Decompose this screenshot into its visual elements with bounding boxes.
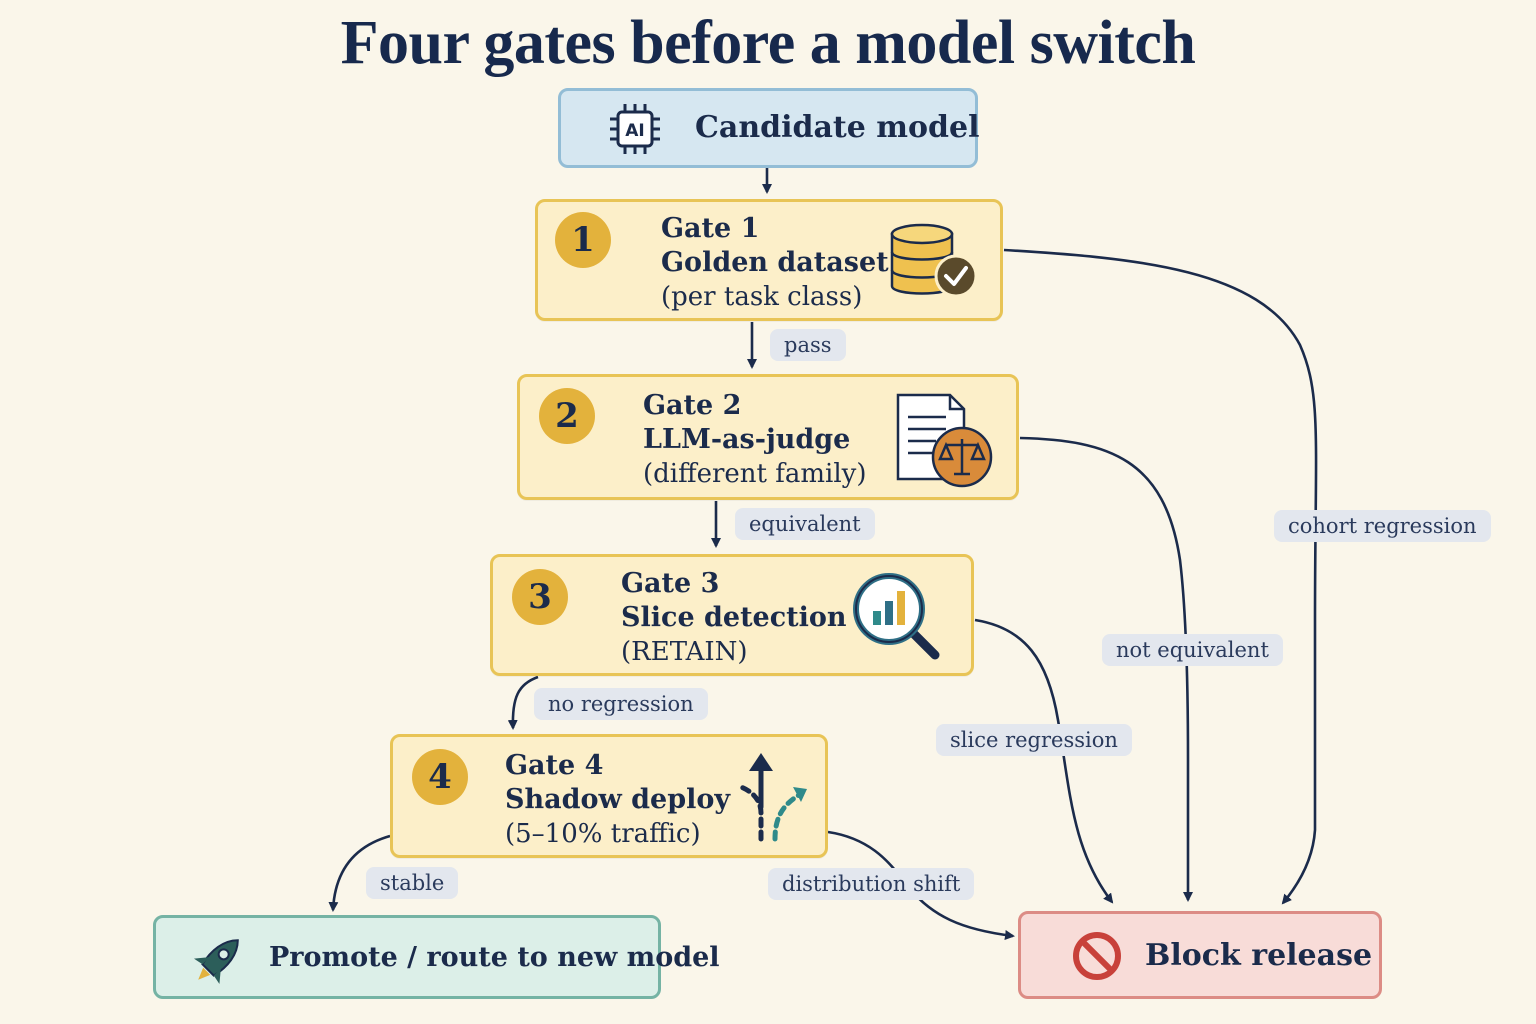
gate-4-badge: 4 bbox=[412, 749, 468, 805]
database-check-icon bbox=[890, 223, 978, 298]
gate-3-node: 3 Gate 3 Slice detection (RETAIN) bbox=[490, 554, 974, 676]
gate-3-name: Slice detection bbox=[621, 602, 847, 633]
edge-label-stable: stable bbox=[366, 867, 459, 899]
promote-label: Promote / route to new model bbox=[269, 942, 720, 973]
gate-2-subtitle: (different family) bbox=[643, 459, 867, 489]
gate-1-node: 1 Gate 1 Golden dataset (per task class) bbox=[535, 199, 1003, 321]
edge-not-equivalent bbox=[1019, 436, 1193, 902]
ai-chip-text: AI bbox=[625, 121, 644, 141]
gate-3-badge: 3 bbox=[512, 569, 568, 625]
magnifier-chart-icon bbox=[853, 573, 940, 660]
gate-3-title: Gate 3 bbox=[621, 568, 720, 599]
gate-4-subtitle: (5–10% traffic) bbox=[505, 819, 701, 849]
edge-label-distribution-shift: distribution shift bbox=[768, 868, 975, 900]
gate-2-badge: 2 bbox=[539, 388, 595, 444]
edge-cohort-regression bbox=[1003, 248, 1318, 905]
edge-label-slice-regression: slice regression bbox=[936, 724, 1132, 756]
edge-label-equivalent: equivalent bbox=[735, 508, 875, 540]
diagram-title: Four gates before a model switch bbox=[340, 9, 1196, 77]
edge-no-regression bbox=[507, 675, 539, 730]
gate-2-node: 2 Gate 2 LLM-as-judge (different family) bbox=[517, 374, 1019, 500]
block-release-node: Block release bbox=[1018, 911, 1382, 999]
gate-1-title: Gate 1 bbox=[661, 213, 760, 244]
document-scales-icon bbox=[896, 393, 993, 488]
gate-4-title: Gate 4 bbox=[505, 750, 604, 781]
edge-label-no-regression: no regression bbox=[534, 688, 708, 720]
candidate-label: Candidate model bbox=[695, 110, 980, 145]
gate-1-badge: 1 bbox=[555, 212, 611, 268]
edge-label-cohort-regression: cohort regression bbox=[1274, 510, 1491, 542]
gate-2-name: LLM-as-judge bbox=[643, 424, 851, 455]
rocket-icon bbox=[193, 939, 239, 985]
gate-1-name: Golden dataset bbox=[661, 247, 889, 278]
edge-stable bbox=[328, 834, 391, 912]
gate-4-name: Shadow deploy bbox=[505, 784, 731, 815]
edge-label-pass: pass bbox=[770, 329, 846, 361]
gate-3-subtitle: (RETAIN) bbox=[621, 637, 748, 667]
gate-2-title: Gate 2 bbox=[643, 390, 742, 421]
edge-slice-regression bbox=[974, 618, 1114, 904]
promote-node: Promote / route to new model bbox=[153, 915, 720, 999]
split-arrows-icon bbox=[738, 753, 807, 842]
prohibited-icon bbox=[1073, 932, 1121, 980]
gate-4-node: 4 Gate 4 Shadow deploy (5–10% traffic) bbox=[390, 734, 828, 858]
ai-chip-icon: AI bbox=[610, 104, 660, 154]
gate-1-subtitle: (per task class) bbox=[661, 282, 863, 312]
edge-label-not-equivalent: not equivalent bbox=[1102, 634, 1283, 666]
candidate-model-node: AI Candidate model bbox=[558, 88, 980, 168]
block-label: Block release bbox=[1145, 938, 1373, 973]
